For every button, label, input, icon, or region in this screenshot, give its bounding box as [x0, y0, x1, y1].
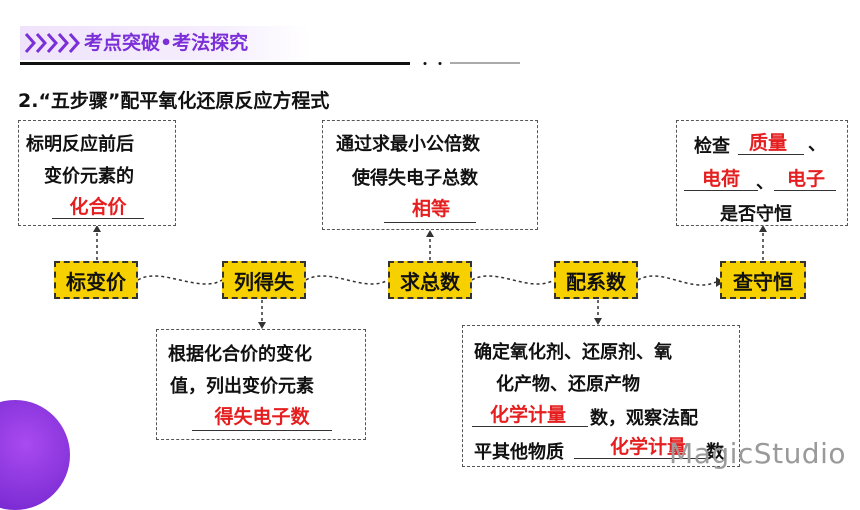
answer-underline	[384, 222, 476, 223]
answer-text: 质量	[748, 132, 787, 154]
header-banner	[20, 26, 310, 60]
note-box-list	[156, 329, 366, 440]
answer-text: 化学计量	[609, 436, 686, 458]
step-list-gain-loss: 列得失	[222, 261, 306, 299]
note-box-check	[676, 120, 848, 226]
watermark: MagicStudio	[669, 437, 846, 470]
header-rule	[20, 62, 520, 65]
step-label: 标变价	[66, 269, 126, 294]
note-text: 平其他物质	[474, 442, 564, 463]
answer-text: 化学计量	[489, 404, 566, 426]
step-label: 求总数	[400, 269, 460, 294]
answer-underline	[738, 154, 804, 155]
note-box-coefficients	[462, 325, 740, 467]
note-text: 值，列出变价元素	[170, 376, 314, 397]
answer-underline	[52, 218, 144, 219]
answer-text: 得失电子数	[214, 406, 310, 428]
answer-underline	[574, 458, 706, 459]
note-text: 数	[706, 442, 724, 463]
step-mark-valence: 标变价	[54, 261, 138, 299]
step-set-coefficients: 配系数	[554, 261, 638, 299]
answer-text: 电荷	[701, 168, 740, 190]
note-box-total	[322, 120, 538, 230]
answer-underline	[192, 430, 332, 431]
answer-underline	[774, 190, 836, 191]
answer-text: 电子	[786, 168, 825, 190]
step-find-total: 求总数	[388, 261, 472, 299]
page-subtitle: 2.“五步骤”配平氧化还原反应方程式	[18, 90, 330, 112]
answer-underline	[472, 426, 588, 427]
note-text: 是否守恒	[720, 204, 792, 225]
note-text: 数，观察法配	[590, 408, 698, 429]
note-text: 、	[756, 172, 774, 193]
answer-text: 相等	[411, 198, 450, 220]
step-label: 查守恒	[733, 269, 793, 294]
note-text: 通过求最小公倍数	[336, 134, 480, 155]
note-text: 、	[808, 134, 826, 155]
note-text: 检查	[694, 136, 730, 157]
note-box-mark	[18, 120, 176, 226]
answer-underline	[684, 190, 758, 191]
note-text: 变价元素的	[44, 166, 134, 187]
note-text: 根据化合价的变化	[168, 344, 312, 365]
note-text: 化产物、还原产物	[496, 374, 640, 395]
note-text: 确定氧化剂、还原剂、氧	[474, 342, 672, 363]
note-text: 使得失电子总数	[352, 168, 478, 189]
note-text: 标明反应前后	[26, 134, 134, 155]
answer-text: 化合价	[69, 196, 127, 218]
section-title: 考点突破•考法探究	[84, 32, 249, 54]
step-label: 列得失	[234, 269, 294, 294]
step-check-conservation: 查守恒	[720, 261, 806, 299]
step-label: 配系数	[566, 269, 626, 294]
chevron-icon	[24, 33, 81, 53]
flow-connectors	[93, 225, 767, 329]
